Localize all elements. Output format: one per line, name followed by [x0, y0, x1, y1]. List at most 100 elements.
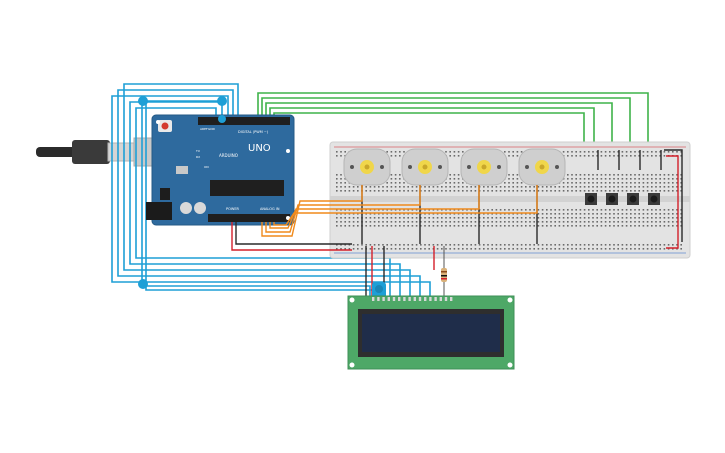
breadboard-hole[interactable]: [600, 155, 603, 157]
breadboard-hole[interactable]: [646, 221, 649, 223]
breadboard-hole[interactable]: [378, 209, 380, 211]
breadboard-hole[interactable]: [609, 178, 611, 180]
breadboard-hole[interactable]: [592, 244, 594, 246]
breadboard-hole[interactable]: [365, 190, 367, 192]
breadboard-hole[interactable]: [529, 225, 531, 227]
breadboard-hole[interactable]: [638, 213, 640, 215]
breadboard-hole[interactable]: [344, 213, 346, 215]
breadboard-hole[interactable]: [390, 213, 393, 215]
breadboard-hole[interactable]: [667, 213, 670, 215]
breadboard-hole[interactable]: [378, 186, 380, 188]
breadboard-hole[interactable]: [436, 213, 439, 215]
breadboard-hole[interactable]: [617, 155, 619, 157]
breadboard-hole[interactable]: [516, 244, 519, 246]
breadboard-hole[interactable]: [495, 248, 498, 250]
breadboard-hole[interactable]: [575, 217, 577, 219]
breadboard-hole[interactable]: [609, 221, 611, 223]
breadboard-hole[interactable]: [428, 248, 430, 250]
breadboard-hole[interactable]: [546, 248, 548, 250]
breadboard-hole[interactable]: [621, 217, 624, 219]
breadboard-hole[interactable]: [600, 151, 603, 153]
breadboard-hole[interactable]: [663, 151, 666, 153]
breadboard-hole[interactable]: [369, 244, 372, 246]
breadboard-hole[interactable]: [638, 221, 640, 223]
breadboard-hole[interactable]: [558, 209, 561, 211]
breadboard-hole[interactable]: [411, 244, 414, 246]
breadboard-hole[interactable]: [474, 186, 477, 188]
breadboard-hole[interactable]: [499, 190, 502, 192]
breadboard-hole[interactable]: [466, 213, 468, 215]
breadboard-hole[interactable]: [512, 190, 514, 192]
breadboard-hole[interactable]: [390, 174, 393, 176]
breadboard-hole[interactable]: [562, 182, 565, 184]
breadboard-hole[interactable]: [390, 248, 393, 250]
breadboard-hole[interactable]: [571, 190, 573, 192]
breadboard-hole[interactable]: [604, 186, 607, 188]
breadboard-hole[interactable]: [516, 174, 519, 176]
breadboard-hole[interactable]: [672, 248, 674, 250]
breadboard-hole[interactable]: [373, 244, 376, 246]
breadboard-hole[interactable]: [651, 213, 653, 215]
breadboard-hole[interactable]: [508, 213, 510, 215]
breadboard-hole[interactable]: [453, 209, 456, 211]
breadboard-hole[interactable]: [575, 244, 577, 246]
breadboard-hole[interactable]: [676, 213, 678, 215]
breadboard-hole[interactable]: [336, 209, 338, 211]
breadboard-hole[interactable]: [449, 186, 451, 188]
breadboard-hole[interactable]: [449, 174, 451, 176]
breadboard-hole[interactable]: [680, 244, 682, 246]
breadboard-hole[interactable]: [621, 151, 624, 153]
breadboard-hole[interactable]: [378, 217, 380, 219]
breadboard-hole[interactable]: [537, 244, 540, 246]
breadboard-hole[interactable]: [659, 221, 661, 223]
breadboard-hole[interactable]: [600, 190, 603, 192]
breadboard-hole[interactable]: [651, 190, 653, 192]
breadboard-hole[interactable]: [592, 217, 594, 219]
breadboard-hole[interactable]: [491, 190, 493, 192]
breadboard-hole[interactable]: [441, 190, 443, 192]
breadboard-hole[interactable]: [344, 151, 346, 153]
breadboard-hole[interactable]: [659, 190, 661, 192]
breadboard-hole[interactable]: [663, 209, 666, 211]
breadboard-hole[interactable]: [625, 248, 628, 250]
breadboard-hole[interactable]: [466, 209, 468, 211]
breadboard-hole[interactable]: [546, 190, 548, 192]
breadboard-hole[interactable]: [583, 225, 586, 227]
breadboard-hole[interactable]: [399, 244, 401, 246]
breadboard-hole[interactable]: [600, 209, 603, 211]
breadboard-hole[interactable]: [394, 221, 397, 223]
breadboard-hole[interactable]: [676, 225, 678, 227]
breadboard-hole[interactable]: [575, 186, 577, 188]
breadboard-hole[interactable]: [344, 244, 346, 246]
breadboard-hole[interactable]: [617, 209, 619, 211]
breadboard-hole[interactable]: [655, 186, 657, 188]
breadboard-hole[interactable]: [394, 155, 397, 157]
breadboard-hole[interactable]: [546, 221, 548, 223]
breadboard-hole[interactable]: [428, 244, 430, 246]
breadboard-hole[interactable]: [676, 182, 678, 184]
breadboard-hole[interactable]: [680, 186, 682, 188]
breadboard-hole[interactable]: [483, 221, 485, 223]
breadboard-hole[interactable]: [634, 174, 636, 176]
breadboard-hole[interactable]: [436, 244, 439, 246]
breadboard-hole[interactable]: [621, 182, 624, 184]
breadboard-hole[interactable]: [487, 190, 489, 192]
breadboard-hole[interactable]: [672, 178, 674, 180]
breadboard-hole[interactable]: [415, 221, 418, 223]
breadboard-hole[interactable]: [596, 221, 598, 223]
breadboard-hole[interactable]: [604, 221, 607, 223]
breadboard-hole[interactable]: [378, 221, 380, 223]
breadboard-hole[interactable]: [634, 221, 636, 223]
breadboard-hole[interactable]: [600, 221, 603, 223]
breadboard-hole[interactable]: [617, 213, 619, 215]
breadboard-hole[interactable]: [651, 155, 653, 157]
breadboard-hole[interactable]: [441, 225, 443, 227]
breadboard-hole[interactable]: [499, 221, 502, 223]
breadboard-hole[interactable]: [600, 182, 603, 184]
breadboard-hole[interactable]: [478, 244, 481, 246]
breadboard-hole[interactable]: [583, 221, 586, 223]
breadboard-hole[interactable]: [554, 190, 556, 192]
breadboard-hole[interactable]: [529, 244, 531, 246]
breadboard-hole[interactable]: [541, 225, 544, 227]
breadboard-hole[interactable]: [457, 225, 460, 227]
